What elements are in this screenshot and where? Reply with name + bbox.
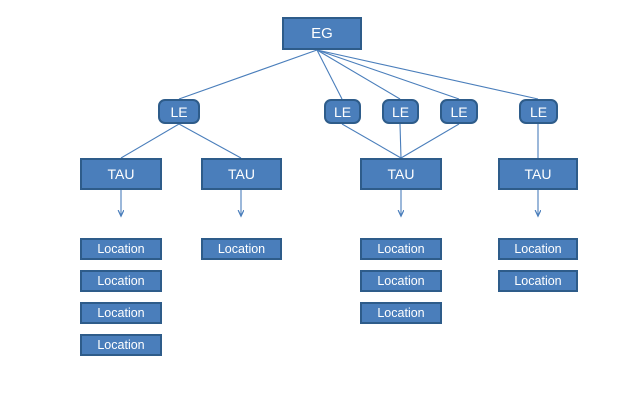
node-location-c1-r4[interactable]: Location: [80, 334, 162, 356]
edge-eg-to-le4: [316, 49, 460, 100]
edge-le4-to-tau3: [400, 123, 460, 159]
edge-le1-to-tau2: [178, 123, 242, 159]
node-location-c3-r1[interactable]: Location: [360, 238, 442, 260]
edge-le1-to-tau1: [120, 123, 180, 159]
edges-tau-to-location: [121, 190, 538, 216]
node-location-c1-r1[interactable]: Location: [80, 238, 162, 260]
node-location-c3-r2[interactable]: Location: [360, 270, 442, 292]
node-location-c1-r2[interactable]: Location: [80, 270, 162, 292]
node-le-1[interactable]: LE: [158, 99, 200, 124]
node-location-c2-r1[interactable]: Location: [201, 238, 282, 260]
edge-le3-to-tau3: [399, 123, 402, 159]
edges-eg-to-le: [178, 49, 539, 100]
node-le-2[interactable]: LE: [324, 99, 361, 124]
node-tau-4[interactable]: TAU: [498, 158, 578, 190]
edges-le-to-tau: [120, 123, 539, 159]
node-tau-1[interactable]: TAU: [80, 158, 162, 190]
edge-le2-to-tau3: [341, 123, 402, 159]
node-location-c4-r1[interactable]: Location: [498, 238, 578, 260]
edge-eg-to-le1: [178, 49, 318, 100]
edge-eg-to-le2: [316, 49, 343, 100]
node-le-5[interactable]: LE: [519, 99, 558, 124]
node-location-c4-r2[interactable]: Location: [498, 270, 578, 292]
node-eg[interactable]: EG: [282, 17, 362, 50]
node-le-3[interactable]: LE: [382, 99, 419, 124]
edge-eg-to-le3: [316, 49, 401, 100]
node-location-c3-r3[interactable]: Location: [360, 302, 442, 324]
edge-eg-to-le5: [316, 49, 539, 100]
node-location-c1-r3[interactable]: Location: [80, 302, 162, 324]
node-tau-2[interactable]: TAU: [201, 158, 282, 190]
node-tau-3[interactable]: TAU: [360, 158, 442, 190]
node-le-4[interactable]: LE: [440, 99, 478, 124]
